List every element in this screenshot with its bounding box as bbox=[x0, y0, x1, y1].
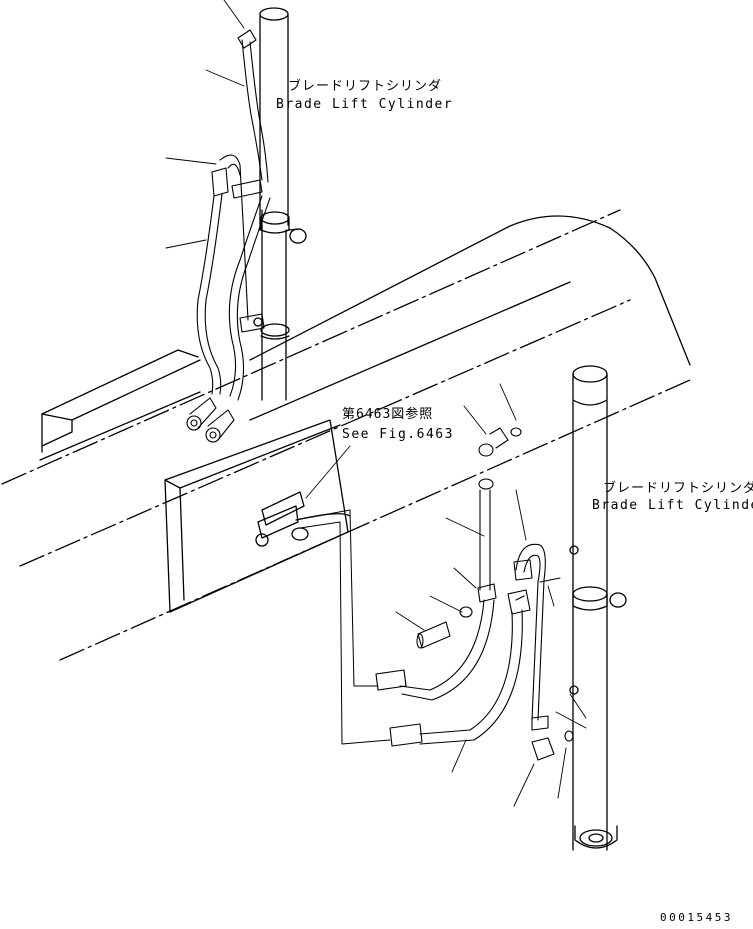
chassis-frame bbox=[1, 209, 691, 661]
blade-lift-cylinder-upper bbox=[253, 7, 307, 401]
cylinder-upper-label-en: Brade Lift Cylinder bbox=[276, 97, 454, 112]
blade-lift-cylinder-right bbox=[569, 365, 627, 851]
hoses-right bbox=[375, 427, 574, 761]
cylinder-right-label-jp: ブレードリフトシリンダ bbox=[603, 481, 753, 496]
frame-block-left bbox=[41, 349, 201, 453]
control-valve-box bbox=[164, 419, 351, 613]
drawing-number: 00015453 bbox=[660, 911, 733, 924]
cylinder-upper-label-jp: ブレードリフトシリンダ bbox=[288, 79, 443, 94]
leader-lines bbox=[165, 0, 587, 807]
hoses-upper bbox=[186, 29, 271, 443]
cylinder-right-label-en: Brade Lift Cylinder bbox=[592, 498, 753, 513]
reference-label-jp: 第6463図参照 bbox=[342, 407, 434, 422]
connection-lines bbox=[295, 509, 391, 745]
reference-label-en: See Fig.6463 bbox=[342, 427, 454, 442]
